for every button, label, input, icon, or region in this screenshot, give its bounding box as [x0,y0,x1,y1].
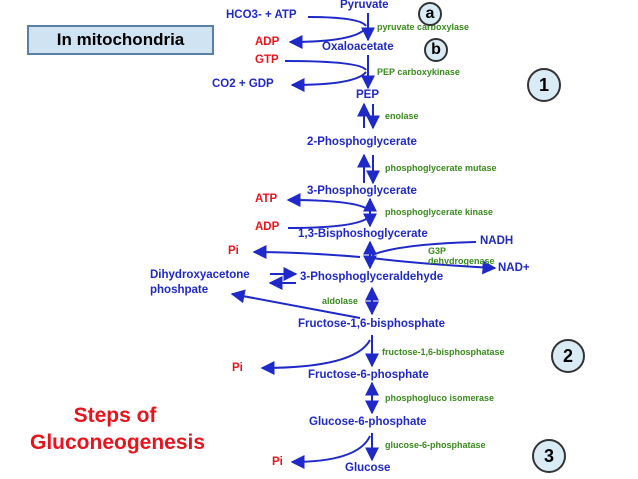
metabolite-oxaloacetate: Oxaloacetate [322,41,394,53]
arrow-dhap-f16bp [230,289,361,319]
metabolite-pep: PEP [356,89,380,101]
cofactor-pi-3: Pi [272,456,283,468]
arrow-gdp-out [290,71,367,92]
cofactor-co2-gdp: CO2 + GDP [212,78,274,90]
arrow-nad-out [371,257,497,275]
cofactor-gtp: GTP [255,54,279,66]
enzyme-glucose-6-phosphatase: glucose-6-phosphatase [385,440,486,450]
enzyme-phosphoglycerate-mutase: phosphoglycerate mutase [385,163,497,173]
arrow-pi-out-3 [290,435,371,469]
cofactor-atp: ATP [255,193,278,205]
cofactor-adp-1: ADP [255,36,280,48]
metabolite-glucose-6-phosphate: Glucose-6-phosphate [309,416,427,428]
cofactor-pi-2: Pi [232,362,243,374]
enzyme-pep-carboxykinase: PEP carboxykinase [377,67,460,77]
metabolite-fructose-1-6-bisphosphate: Fructose-1,6-bisphosphate [298,318,445,330]
enzyme-phosphoglycerate-kinase: phosphoglycerate kinase [385,207,494,217]
metabolite-fructose-6-phosphate: Fructose-6-phosphate [308,369,429,381]
cofactor-nad: NAD+ [498,262,530,274]
cofactor-pi-1: Pi [228,245,239,257]
title-line-1: Steps of [73,404,157,427]
metabolite-dhap-line2: phoshpate [150,284,209,296]
title-line-2: Gluconeogenesis [30,431,206,454]
step-marker-2: 2 [551,339,585,373]
metabolite-pyruvate: Pyruvate [340,0,389,11]
metabolite-glucose: Glucose [345,462,391,474]
arrow-atp-in [286,193,371,212]
metabolite-1-3-bisphosphoglycerate: 1,3-Bisphoshoglycerate [298,228,428,240]
arrow-gtp-in [284,60,367,71]
enzyme-aldolase: aldolase [322,296,359,306]
metabolite-dhap-line1: Dihydroxyacetone [150,269,250,281]
arrow-nadh-in [371,241,477,256]
arrow-hco3-in [307,16,367,27]
arrow-adp-out-2 [287,215,371,229]
diagram-title: Steps of Gluconeogenesis [30,402,206,456]
cofactor-adp-2: ADP [255,221,280,233]
mitochondria-label: In mitochondria [27,25,214,55]
metabolite-2-phosphoglycerate: 2-Phosphoglycerate [307,136,417,148]
enzyme-enolase: enolase [385,111,419,121]
arrow-pi-out-2 [260,339,371,375]
cofactor-hco3-atp: HCO3- + ATP [226,9,297,21]
cofactor-nadh: NADH [480,235,514,247]
metabolite-3-phosphoglycerate: 3-Phosphoglycerate [307,185,417,197]
metabolite-glyceraldehyde-3-phosphate: 3-Phosphoglyceraldehyde [300,271,444,283]
step-marker-1: 1 [527,68,561,102]
enzyme-fructose-bisphosphatase: fructose-1,6-bisphosphatase [382,347,505,357]
arrow-pi-out [252,245,361,260]
marker-b: b [424,38,448,62]
arrow-adp-out [288,27,367,49]
enzyme-dehydrogenase-label: dehydrogenase [428,256,495,266]
enzyme-phosphogluco-isomerase: phosphogluco isomerase [385,393,495,403]
step-marker-3: 3 [532,439,566,473]
enzyme-g3p-label: G3P [428,246,447,256]
enzyme-pyruvate-carboxylase: pyruvate carboxylase [377,22,470,32]
marker-a: a [418,2,442,26]
